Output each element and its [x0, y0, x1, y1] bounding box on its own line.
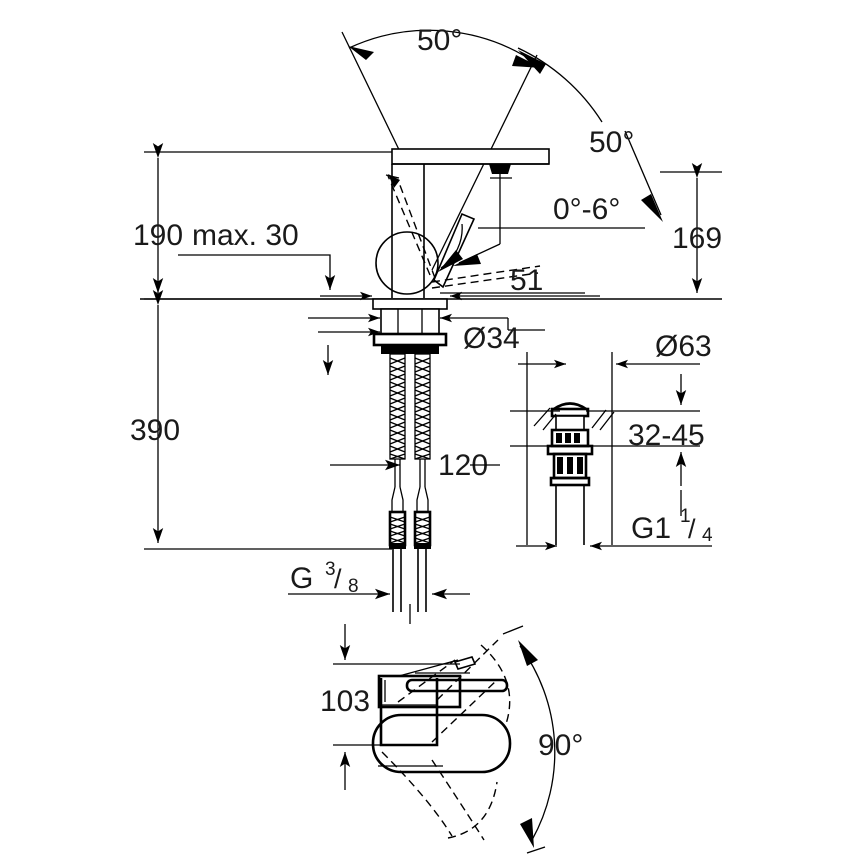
- lever-swing-dash-2: [397, 659, 456, 703]
- swivel-angle-annotation-group: [341, 29, 663, 271]
- hose-braid-texture: [389, 357, 431, 460]
- angle90-arrow-bottom: [520, 818, 534, 848]
- label-height-190: 190: [133, 219, 183, 252]
- swivel-arc-left: [348, 29, 541, 67]
- g114-slash: /: [688, 514, 696, 544]
- lever-swing-dash-arc-2: [447, 781, 498, 839]
- label-height-390: 390: [130, 414, 180, 447]
- label-g114-denominator: 4: [702, 525, 713, 546]
- label-g114-numerator: 1: [680, 506, 691, 527]
- waste-cap-neck: [555, 415, 585, 431]
- lever-dashed-horiz-b: [431, 272, 539, 289]
- label-g38-prefix: G: [290, 562, 313, 595]
- waste-tailpiece: [555, 485, 585, 545]
- lever-swing-dash-3: [431, 679, 498, 743]
- waste-slots: [556, 433, 580, 443]
- lever-dashed-horiz-a: [431, 265, 541, 283]
- label-g114-prefix: G1: [631, 512, 671, 545]
- label-angle-tilt: 0°-6°: [553, 193, 620, 226]
- aerator-block: [489, 164, 511, 174]
- swivel-arc-right: [517, 47, 603, 123]
- tilt-arrow-right: [641, 194, 663, 222]
- popup-waste-detail: [510, 352, 700, 545]
- label-thickness-3245: 32-45: [628, 419, 705, 452]
- label-angle-bottom: 90°: [538, 729, 583, 762]
- deck-arrow-group: [308, 291, 600, 337]
- swivel-arrow-left: [348, 46, 374, 60]
- base-collar: [380, 308, 440, 335]
- label-height-103: 103: [320, 685, 370, 718]
- hose-left-nipple: [389, 543, 406, 549]
- label-max-30: max. 30: [192, 219, 299, 252]
- front-elevation-mixer: [140, 148, 722, 612]
- angle90-leader-bottom: [526, 846, 546, 854]
- spout-top-bar: [391, 148, 550, 165]
- dim-169-group: [660, 163, 722, 293]
- swivel-left-leader: [341, 31, 405, 161]
- waste-cap-rim: [550, 407, 590, 418]
- nut-base: [381, 345, 439, 354]
- label-angle-top-right: 50°: [589, 126, 634, 159]
- lever-dashed-tip: [388, 174, 400, 188]
- hose-right-tail: [417, 549, 427, 612]
- label-dia-63: Ø63: [655, 330, 712, 363]
- hose-left-tube-top: [394, 459, 401, 487]
- mounting-nut: [372, 332, 448, 347]
- lever-top-slope: [398, 659, 459, 677]
- connector-thread-texture: [389, 516, 431, 544]
- tilt-arrow-small-2: [453, 254, 481, 266]
- lever-swing-dash-4: [381, 751, 453, 837]
- hose-right-tube-top: [419, 459, 426, 487]
- label-g38-numerator: 3: [325, 559, 336, 580]
- label-angle-top-left: 50°: [417, 24, 462, 57]
- lever-raised-tip: [453, 656, 477, 670]
- angle90-arc: [519, 645, 556, 841]
- label-g38-denominator: 8: [348, 576, 359, 597]
- tilt-arrow-small-1: [438, 250, 463, 272]
- angle90-leader-top: [502, 625, 524, 635]
- hose-right-nipple: [414, 543, 431, 549]
- hose-right-tube-bend: [416, 486, 429, 512]
- lever-dashed-up: [387, 175, 431, 276]
- lever-dashed-up2: [397, 179, 436, 279]
- flexible-hose-group: [388, 353, 432, 612]
- left-dimension-group: [144, 143, 395, 550]
- basin-wall-hatch-right: [591, 409, 615, 431]
- g38-group: [288, 588, 470, 624]
- lever-swing-dash-5: [431, 759, 485, 841]
- label-dia-34: Ø34: [463, 322, 520, 355]
- base-oval: [371, 713, 512, 774]
- label-projection-169: 169: [672, 222, 722, 255]
- hose-left-tube-bend: [391, 486, 404, 512]
- waste-cap-dome: [553, 402, 587, 411]
- body-block-outline: [379, 678, 439, 747]
- label-reach-51: 51: [510, 264, 543, 297]
- cartridge-circle: [375, 231, 439, 295]
- side-elevation-view: [333, 624, 556, 854]
- base-flange: [372, 298, 448, 310]
- g38-slash: /: [334, 564, 342, 594]
- tilt-leader-right: [624, 130, 662, 216]
- swivel-arrow-right-outer: [518, 50, 546, 74]
- lever-swing-dash-arc-1: [480, 644, 511, 725]
- waste-collar: [549, 476, 591, 487]
- waste-lower-slots: [557, 457, 583, 474]
- max30-leader: [178, 254, 336, 290]
- angle90-arrow-top: [518, 640, 538, 666]
- max30-leader-group: [178, 254, 336, 290]
- hose-left-tail: [392, 549, 402, 612]
- g114-group: [516, 490, 712, 551]
- lever-swing-dash-1: [436, 639, 499, 701]
